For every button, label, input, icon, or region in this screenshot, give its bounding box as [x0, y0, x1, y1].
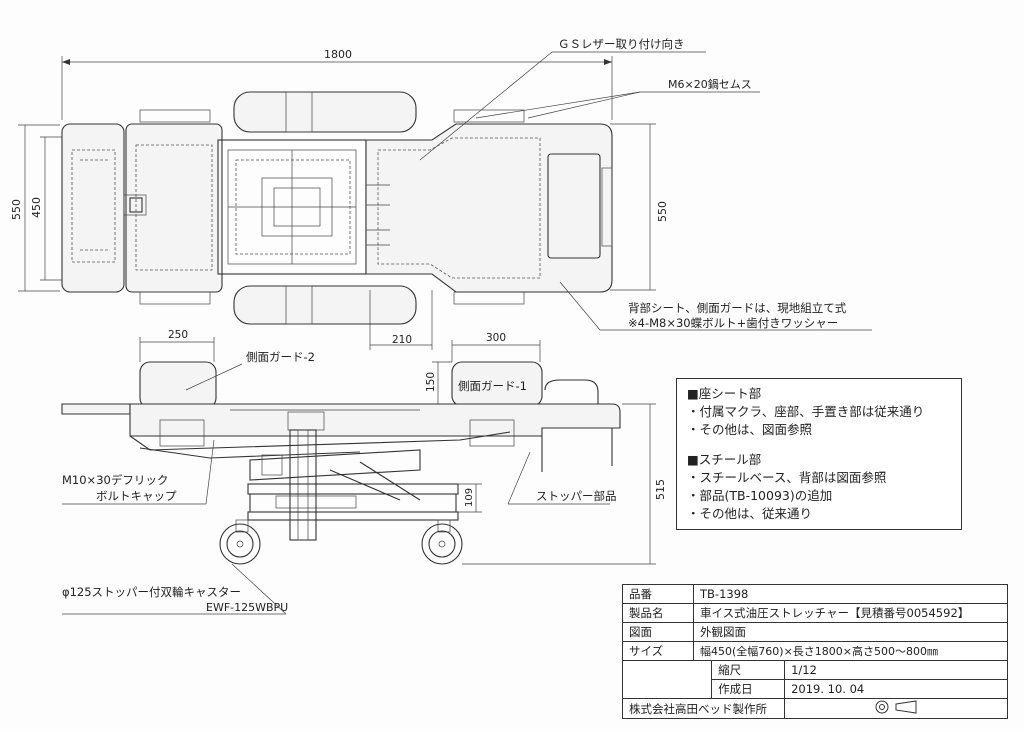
tb-part-no-label: 品番	[622, 584, 694, 604]
dim-1800: 1800	[324, 48, 352, 61]
tb-drawing-label: 図面	[622, 622, 694, 642]
tb-size: 幅450(全幅760)×長さ1800×高さ500～800㎜	[693, 641, 1008, 661]
dim-300: 300	[486, 332, 506, 344]
side-view: 250 300 150 側面ガード-2 側面ガード-1	[61, 329, 667, 615]
label-gs-laser: ＧＳレザー取り付け向き	[558, 37, 685, 51]
notes-steel-title: ■スチール部	[687, 452, 762, 467]
tb-scale-label: 縮尺	[711, 660, 786, 680]
dim-109: 109	[464, 488, 475, 507]
tb-company: 株式会社高田ベッド製作所	[621, 698, 786, 719]
tb-product: 車イス式油圧ストレッチャー【見積番号0054592】	[693, 603, 1008, 623]
dim-450: 450	[30, 197, 43, 218]
caster-right	[421, 519, 463, 565]
label-side-guard-2: 側面ガード-2	[246, 350, 315, 364]
notes-steel-1: ・スチールベース、背部は図面参照	[687, 470, 887, 485]
dim-550-right: 550	[656, 201, 669, 222]
dim-250: 250	[168, 329, 188, 341]
tb-date-label: 作成日	[711, 679, 786, 699]
label-m6-screw: M6×20鍋セムス	[668, 77, 752, 91]
label-m10-2: ボルトキャップ	[96, 489, 177, 503]
label-back-note-2: ※4-M8×30蝶ボルト+歯付きワッシャー	[628, 316, 838, 330]
tb-product-label: 製品名	[622, 603, 694, 623]
tb-scale: 1/12	[784, 660, 1008, 680]
notes-seat-1: ・付属マクラ、座部、手置き部は従来通り	[687, 404, 925, 419]
notes-box: ■座シート部 ・付属マクラ、座部、手置き部は従来通り ・その他は、図面参照 ■ス…	[676, 378, 962, 530]
label-caster-2: EWF-125WBPU	[206, 601, 288, 614]
title-block: 品番 TB-1398 製品名 車イス式油圧ストレッチャー【見積番号0054592…	[621, 584, 1008, 719]
notes-seat-title: ■座シート部	[687, 386, 762, 401]
notes-steel-3: ・その他は、従来通り	[687, 506, 813, 521]
dim-150: 150	[425, 372, 437, 392]
caster-left	[219, 519, 261, 565]
dim-210: 210	[392, 334, 412, 346]
dim-550-left: 550	[10, 199, 23, 220]
label-side-guard-1: 側面ガード-1	[458, 379, 527, 393]
notes-steel-2: ・部品(TB-10093)の追加	[687, 488, 833, 503]
projection-symbol-icon	[784, 698, 1008, 719]
label-stopper-part: ストッパー部品	[536, 489, 617, 503]
dim-515: 515	[654, 479, 667, 500]
tb-drawing: 外観図面	[693, 622, 1008, 642]
top-view: 1800 550 450 550	[10, 37, 872, 350]
label-back-note-1: 背部シート、側面ガードは、現地組立て式	[628, 301, 847, 315]
label-caster-1: φ125ストッパー付双輪キャスター	[62, 585, 241, 599]
tb-date: 2019. 10. 04	[784, 679, 1008, 699]
tb-size-label: サイズ	[622, 641, 694, 661]
notes-seat-2: ・その他は、図面参照	[687, 422, 813, 437]
tb-part-no: TB-1398	[693, 584, 1008, 604]
label-m10-1: M10×30デフリック	[62, 473, 168, 487]
